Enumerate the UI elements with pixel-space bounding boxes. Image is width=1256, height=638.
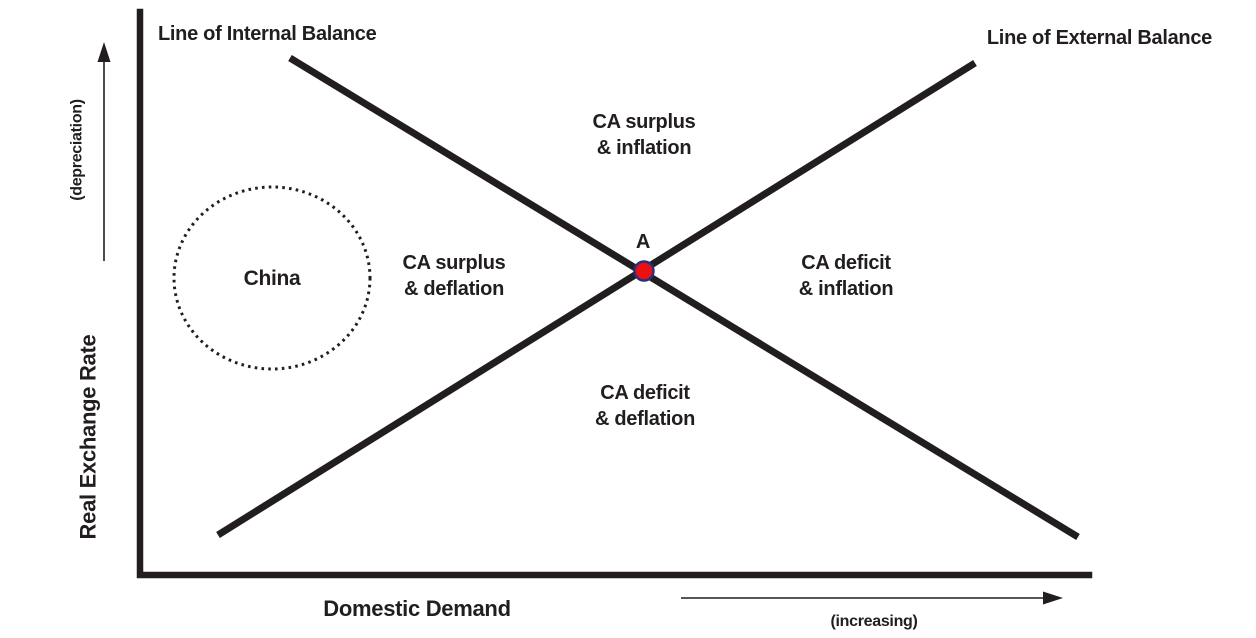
y-axis-arrowhead-icon xyxy=(97,42,111,62)
external-balance-label: Line of External Balance xyxy=(987,27,1212,49)
y-axis-note: (depreciation) xyxy=(69,99,86,201)
china-annotation-circle xyxy=(172,185,372,371)
region-right-label-line2: & inflation xyxy=(799,278,893,300)
region-top-label-line2: & inflation xyxy=(597,137,691,159)
internal-balance-label: Line of Internal Balance xyxy=(158,23,377,45)
x-axis-arrowhead-icon xyxy=(1043,591,1063,605)
external-balance-line xyxy=(216,60,977,538)
region-bottom-label-line1: CA deficit xyxy=(600,382,690,404)
china-label: China xyxy=(244,267,301,290)
equilibrium-point-label: A xyxy=(636,231,650,253)
x-axis-note: (increasing) xyxy=(830,613,917,630)
region-left-label-line1: CA surplus xyxy=(403,252,506,274)
y-axis-label: Real Exchange Rate xyxy=(76,334,101,539)
region-top-label-line1: CA surplus xyxy=(593,111,696,133)
region-right-label-line1: CA deficit xyxy=(801,252,891,274)
region-left-label-line2: & deflation xyxy=(404,278,504,300)
region-bottom-label-line2: & deflation xyxy=(595,408,695,430)
x-axis-label: Domestic Demand xyxy=(323,596,510,621)
axes-frame xyxy=(136,8,1093,579)
equilibrium-point-marker xyxy=(633,260,655,282)
internal-balance-line xyxy=(288,55,1080,540)
